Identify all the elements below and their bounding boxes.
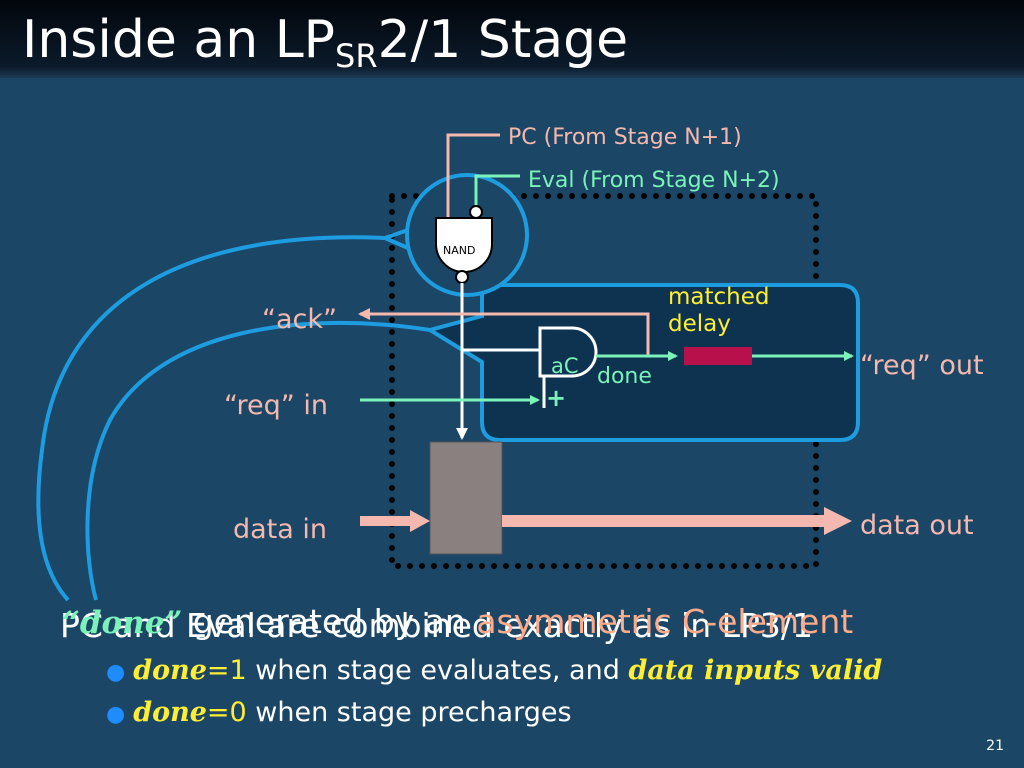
slide-title: Inside an LPSR2/1 Stage: [22, 10, 629, 75]
done-label: done: [597, 364, 652, 389]
done-italic: “done”: [62, 605, 183, 641]
c-element: [538, 326, 598, 378]
data-in-label: data in: [233, 514, 328, 545]
nand-label: NAND: [443, 244, 476, 257]
overlay-line-combined: PC and Eval are combined exactly as in L…: [60, 606, 813, 645]
ack-label: “ack”: [262, 304, 338, 335]
function-block: [429, 441, 503, 555]
ac-label: aC: [551, 354, 579, 378]
bullet-done-1: ●done=1 when stage evaluates, and data i…: [106, 655, 883, 686]
eval-wire: [474, 174, 520, 208]
matched-delay: [684, 347, 752, 365]
completion-callout: [425, 283, 860, 442]
eval-label: Eval (From Stage N+2): [528, 168, 780, 193]
pc-label: PC (From Stage N+1): [508, 125, 742, 150]
data-out-label: data out: [860, 510, 974, 541]
pc-wire: [446, 133, 500, 218]
title-bar: [0, 0, 1024, 78]
bullet-dot-icon: ●: [106, 702, 126, 727]
page-number: 21: [986, 738, 1004, 754]
bullet-dot-icon: ●: [106, 660, 126, 685]
callout-curve-outer: [36, 235, 386, 602]
req-out-label: “req” out: [860, 350, 984, 381]
req-in-label: “req” in: [224, 390, 328, 421]
asymmetric-c-element-highlight: asymmetric C-element: [476, 602, 854, 641]
matched-delay-label: matched delay: [668, 284, 770, 337]
callout-curve-inner: [85, 320, 431, 601]
overlay-line-generated: “done” generated by an asymmetric C-elem…: [62, 602, 854, 641]
plus-label: +: [546, 384, 567, 412]
bullet-done-0: ●done=0 when stage precharges: [106, 697, 572, 728]
ack-wire: [358, 308, 650, 356]
